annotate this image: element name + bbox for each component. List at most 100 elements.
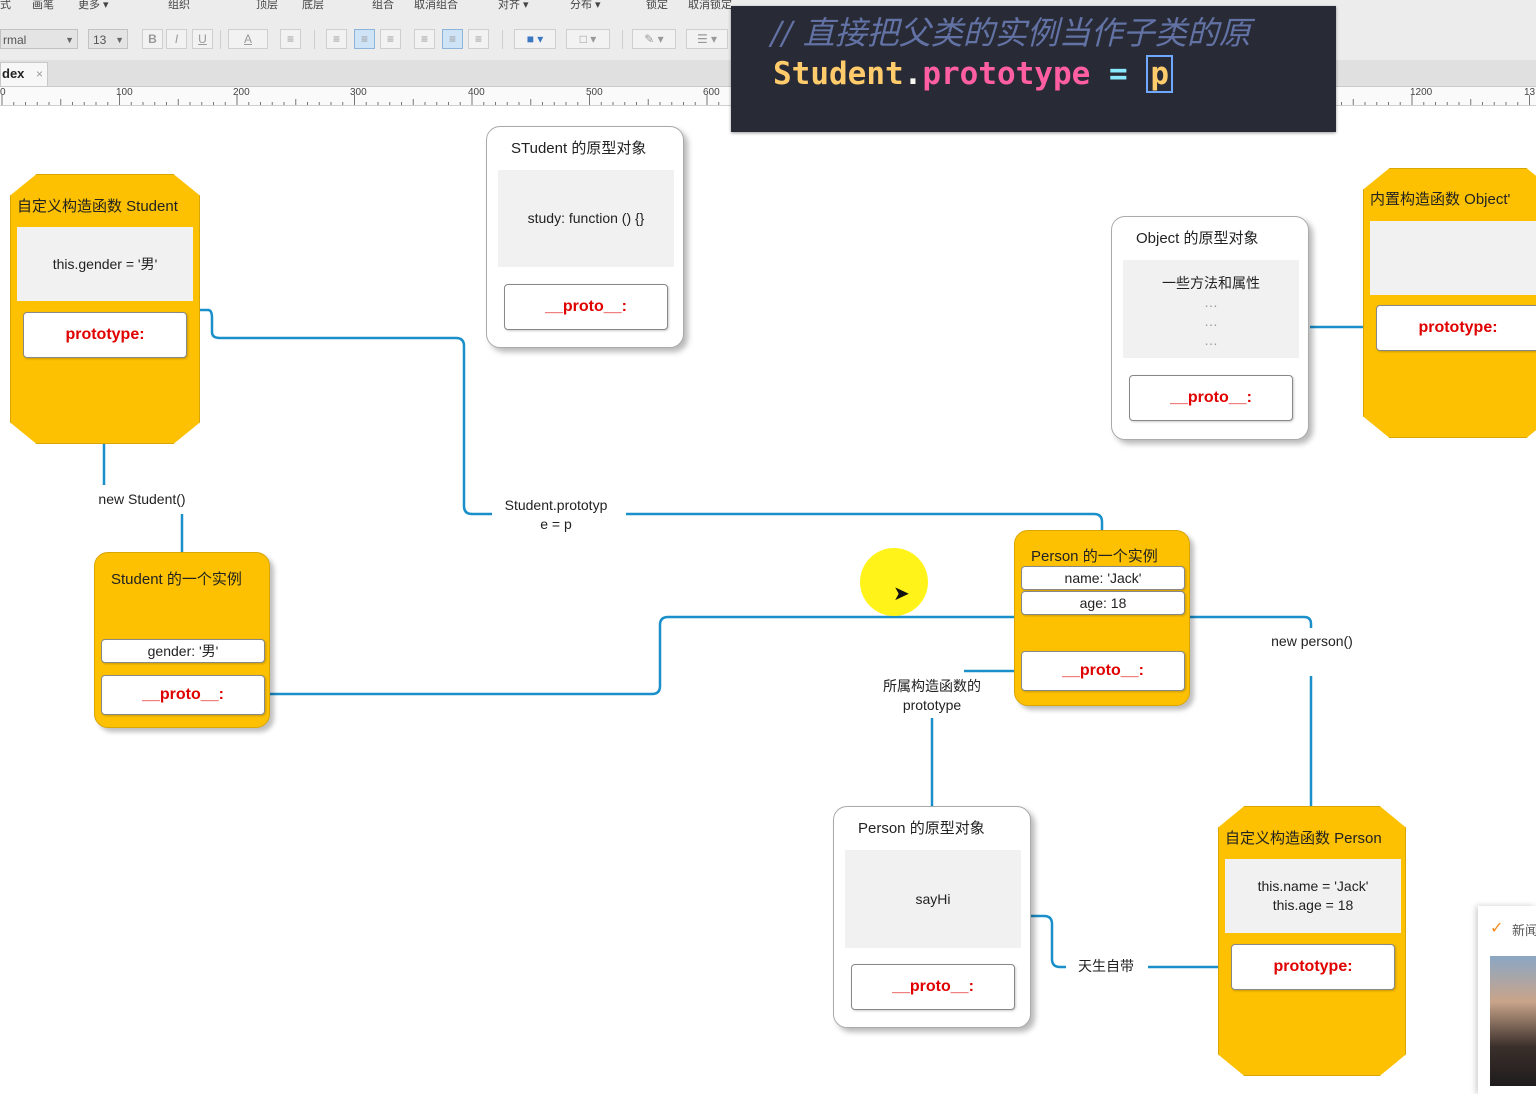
proto-slot[interactable]: __proto__: (1129, 375, 1293, 421)
person-constructor-node[interactable]: 自定义构造函数 Person this.name = 'Jack' this.a… (1218, 806, 1406, 1076)
student-instance-node[interactable]: Student 的一个实例 gender: '男' __proto__: (94, 552, 270, 728)
menu-brush[interactable]: 画笔 (32, 0, 54, 11)
font-size-value: 13 (93, 33, 107, 47)
valign-bottom-icon[interactable]: ≡ (468, 29, 489, 49)
tab-label: dex (2, 66, 25, 81)
prototype-slot[interactable]: prototype: (1376, 305, 1536, 351)
menu-group[interactable]: 组织 (168, 0, 190, 11)
ellipsis: … (1204, 313, 1218, 329)
node-title: STudent 的原型对象 (511, 140, 647, 157)
close-icon[interactable]: × (35, 67, 43, 81)
node-title: Student 的一个实例 (111, 571, 242, 588)
constructor-body (1370, 221, 1536, 295)
line-width-icon[interactable]: ☰ ▾ (686, 29, 728, 49)
person-prototype-node[interactable]: Person 的原型对象 sayHi __proto__: (833, 806, 1031, 1028)
ruler-label: 1200 (1410, 87, 1433, 98)
code-comment: // 直接把父类的实例当作子类的原 (771, 14, 1251, 52)
toolbar-divider (314, 30, 315, 49)
student-prototype-node[interactable]: STudent 的原型对象 study: function () {} __pr… (486, 126, 684, 348)
label-line: Student.prototyp (504, 497, 608, 513)
bold-button[interactable]: B (142, 29, 163, 49)
toolbar-menu-row: 式 画笔 更多 ▾ 组织 顶层 底层 组合 取消组合 对齐 ▾ 分布 ▾ 锁定 … (0, 0, 740, 11)
connector-assign-to-person (626, 512, 1104, 530)
menu-uncombine[interactable]: 取消组合 (414, 0, 458, 11)
proto-slot[interactable]: __proto__: (504, 284, 668, 330)
code-operator: = (1108, 56, 1128, 92)
align-left-icon[interactable]: ≡ (326, 29, 347, 49)
code-value-cursor[interactable]: p (1146, 55, 1173, 93)
ruler-label: 0 (0, 87, 6, 98)
instance-field-name: name: 'Jack' (1021, 566, 1185, 590)
instance-field-age: age: 18 (1021, 591, 1185, 615)
label-line: e = p (540, 516, 572, 532)
constructor-body: this.gender = '男' (17, 227, 193, 301)
prototype-body: study: function () {} (498, 170, 674, 267)
code-line: Student.prototype = p (773, 55, 1173, 93)
constructor-body: this.name = 'Jack' this.age = 18 (1225, 859, 1401, 933)
list-icon[interactable]: ≡ (280, 29, 301, 49)
label-new-student: new Student() (92, 490, 192, 509)
connector-student-instance-proto (264, 615, 1016, 696)
news-thumbnail[interactable] (1490, 956, 1536, 1086)
tab-document[interactable]: dex × (0, 62, 48, 86)
cursor-highlight (860, 548, 928, 616)
ruler-label: 300 (350, 87, 367, 98)
ruler-label: 600 (703, 87, 720, 98)
node-title: 自定义构造函数 Student (17, 198, 178, 215)
news-popup[interactable]: ✓ 新闻 (1478, 906, 1536, 1094)
label-builtin: 天生自带 (1068, 957, 1144, 976)
ruler-label: 500 (586, 87, 603, 98)
node-title: Person 的原型对象 (858, 820, 985, 837)
menu-combine[interactable]: 组合 (372, 0, 394, 11)
ruler-ticks (1, 95, 1530, 105)
font-color-button[interactable]: A (228, 29, 268, 49)
align-center-icon[interactable]: ≡ (354, 29, 375, 49)
prototype-slot[interactable]: prototype: (1231, 944, 1395, 990)
menu-lock[interactable]: 锁定 (646, 0, 668, 11)
object-constructor-node[interactable]: 内置构造函数 Object' prototype: (1363, 168, 1536, 438)
italic-button[interactable]: I (166, 29, 187, 49)
ruler-label: 400 (468, 87, 485, 98)
node-title: Person 的一个实例 (1031, 548, 1158, 565)
node-title: 自定义构造函数 Person (1225, 830, 1382, 847)
font-family-value: rmal (3, 33, 27, 47)
menu-bottom-layer[interactable]: 底层 (302, 0, 324, 11)
border-color-icon[interactable]: □ ▾ (566, 29, 610, 49)
person-instance-node[interactable]: Person 的一个实例 name: 'Jack' age: 18 __prot… (1014, 530, 1190, 706)
menu-distribute[interactable]: 分布 ▾ (570, 0, 601, 11)
underline-button[interactable]: U (192, 29, 213, 49)
body-line: this.name = 'Jack' (1257, 878, 1369, 894)
line-style-icon[interactable]: ✎ ▾ (632, 29, 676, 49)
proto-slot[interactable]: __proto__: (1021, 651, 1185, 691)
valign-middle-icon[interactable]: ≡ (442, 29, 463, 49)
proto-slot[interactable]: __proto__: (851, 964, 1015, 1010)
valign-top-icon[interactable]: ≡ (414, 29, 435, 49)
menu-align[interactable]: 对齐 ▾ (498, 0, 529, 11)
node-title: Object 的原型对象 (1136, 230, 1259, 247)
connector-person-instance-new (1190, 615, 1313, 628)
ruler-label: 100 (116, 87, 133, 98)
menu-more[interactable]: 更多 ▾ (78, 0, 109, 11)
code-dot: . (903, 56, 923, 92)
menu-unlock[interactable]: 取消锁定 (688, 0, 732, 11)
menu-style[interactable]: 式 (0, 0, 11, 11)
body-text: 一些方法和属性 (1162, 275, 1260, 291)
font-family-select[interactable]: rmal▼ (0, 29, 78, 49)
toolbar-divider (502, 30, 503, 49)
menu-top-layer[interactable]: 顶层 (256, 0, 278, 11)
prototype-slot[interactable]: prototype: (23, 312, 187, 358)
align-right-icon[interactable]: ≡ (380, 29, 401, 49)
toolbar-divider (220, 30, 221, 49)
news-logo-icon: ✓ (1490, 920, 1504, 937)
code-object: Student (773, 56, 904, 92)
mouse-pointer-icon: ➤ (893, 583, 910, 605)
code-property: prototype (922, 56, 1091, 92)
prototype-body: sayHi (845, 850, 1021, 948)
font-size-select[interactable]: 13▼ (88, 29, 128, 49)
student-constructor-node[interactable]: 自定义构造函数 Student this.gender = '男' protot… (10, 174, 200, 444)
ellipsis: … (1204, 294, 1218, 310)
proto-slot[interactable]: __proto__: (101, 675, 265, 715)
object-prototype-node[interactable]: Object 的原型对象 一些方法和属性 … … … __proto__: (1111, 216, 1309, 440)
fill-color-icon[interactable]: ■ ▾ (514, 29, 556, 49)
